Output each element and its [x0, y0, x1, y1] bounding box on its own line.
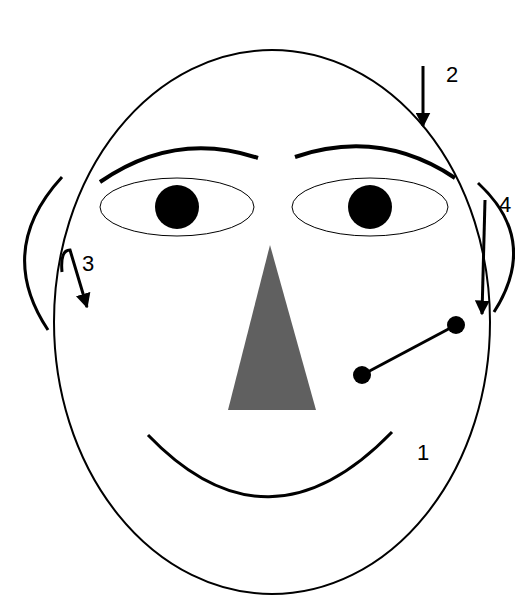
callout-number: 3: [82, 253, 94, 275]
mouth: [148, 432, 392, 497]
callout-number: 2: [446, 64, 458, 86]
left-eyebrow: [100, 148, 258, 182]
nose: [228, 245, 316, 410]
left-ear: [25, 177, 62, 330]
face-outline: [54, 50, 490, 594]
left-eye: [100, 178, 254, 236]
arrow: [482, 200, 485, 314]
scar-dot: [447, 316, 465, 334]
right-eye: [292, 178, 448, 236]
right-pupil: [348, 185, 392, 229]
scar-line: [362, 325, 456, 375]
scar-dot: [353, 366, 371, 384]
callout-number: 1: [417, 442, 429, 464]
left-pupil: [155, 185, 199, 229]
callout-number: 4: [499, 194, 511, 216]
arrow: [422, 66, 425, 126]
right-eyebrow: [295, 146, 455, 178]
